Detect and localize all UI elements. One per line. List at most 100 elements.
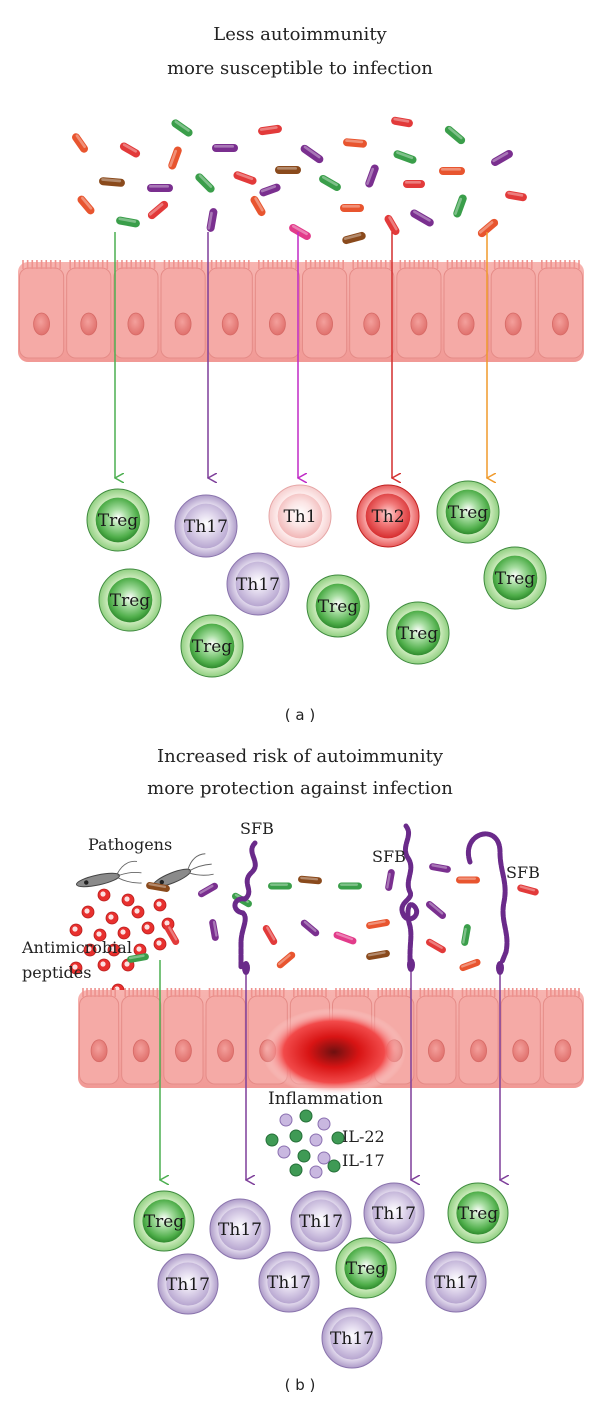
bacterium-icon [459, 958, 481, 972]
commensal-bacteria-group [71, 116, 527, 245]
bacterium-icon [298, 875, 322, 885]
th17-cell: Th17 [258, 1251, 320, 1313]
peptide-dot [93, 928, 107, 942]
th17-cell: Th17 [174, 494, 238, 558]
peptide-dot [121, 893, 135, 907]
bacterium-icon [343, 138, 367, 148]
peptide-dot [97, 958, 111, 972]
cytokine-dot [277, 1145, 291, 1159]
amp-label-line1: Antimicrobial [21, 938, 132, 957]
treg-cell: Treg [306, 574, 370, 638]
peptide-dot [117, 926, 131, 940]
treg-cell: Treg [386, 601, 450, 665]
epithelial-cell [443, 260, 489, 359]
treg-cell: Treg [180, 614, 244, 678]
cytokine-dot [309, 1133, 323, 1147]
th1-cell-label: Th1 [283, 507, 316, 527]
treg-cell: Treg [447, 1182, 509, 1244]
th17-cell-label: Th17 [166, 1275, 210, 1295]
bacterium-icon [147, 200, 169, 220]
peptide-dot [107, 943, 121, 957]
bacterium-icon [276, 951, 296, 969]
bacterium-icon [147, 184, 173, 192]
epithelial-cell [160, 260, 206, 359]
epithelial-cell [490, 260, 536, 359]
treg-cell-label: Treg [98, 511, 139, 531]
epithelial-cell [121, 988, 162, 1085]
bacterium-icon [300, 919, 320, 937]
pathogens-label: Pathogens [88, 835, 172, 854]
treg-cell: Treg [335, 1237, 397, 1299]
sfb-filament-1 [232, 840, 258, 970]
bacterium-icon [171, 119, 193, 137]
bacterium-icon [491, 150, 513, 166]
th17-cell-label: Th17 [267, 1273, 311, 1293]
th17-cell: Th17 [425, 1251, 487, 1313]
cytokine-dot [309, 1165, 323, 1179]
bacterium-icon [262, 925, 278, 945]
bacterium-icon [198, 882, 218, 898]
sfb-filament-3 [465, 831, 510, 965]
cytokine-dot [289, 1129, 303, 1143]
panel-b: Increased risk of autoimmunity more prot… [21, 746, 584, 1394]
panel-a: Less autoimmunity more susceptible to in… [18, 24, 584, 724]
peptide-dot [105, 911, 119, 925]
cytokine-dot [265, 1133, 279, 1147]
bacterium-icon [164, 925, 180, 945]
treg-cell: Treg [86, 488, 150, 552]
pathogen-icon [75, 853, 214, 888]
sfb-label-1: SFB [240, 819, 274, 838]
th17-cell: Th17 [226, 552, 290, 616]
th17-cell-label: Th17 [184, 517, 228, 537]
bacterium-icon [505, 190, 527, 202]
bacterium-icon [385, 869, 395, 891]
peptide-dot [69, 961, 83, 975]
cytokine-dot [327, 1159, 341, 1173]
panel-b-title-line2: more protection against infection [147, 778, 453, 799]
th1-cell: Th1 [268, 484, 332, 548]
bacterium-icon [517, 884, 539, 896]
epithelial-cell [349, 260, 395, 359]
th17-cell: Th17 [321, 1307, 383, 1369]
bacterium-icon [365, 164, 379, 188]
bacterium-icon [146, 882, 170, 892]
epithelial-cell [207, 260, 253, 359]
arrows-b [160, 960, 500, 1180]
th17-cell-label: Th17 [330, 1329, 374, 1349]
cytokine-dot [297, 1149, 311, 1163]
bacterium-icon [384, 214, 400, 236]
commensal-bacteria-group-b [127, 863, 539, 972]
bacterium-icon [127, 953, 149, 963]
cytokine-dot [279, 1113, 293, 1127]
peptide-dot [83, 943, 97, 957]
bacterium-icon [168, 146, 182, 170]
panel-b-title-line1: Increased risk of autoimmunity [157, 746, 444, 767]
bacterium-icon [477, 218, 499, 238]
bacterium-icon [342, 231, 366, 245]
bacterium-icon [275, 166, 301, 174]
bacterium-icon [212, 144, 238, 152]
treg-cell: Treg [98, 568, 162, 632]
sfb-label-3: SFB [506, 863, 540, 882]
bacterium-icon [250, 195, 266, 217]
peptide-dot [81, 905, 95, 919]
bacterium-icon [425, 901, 447, 919]
amp-label-line2: peptides [22, 963, 91, 982]
cytokine-dot [299, 1109, 313, 1123]
panel-a-title-line2: more susceptible to infection [167, 58, 433, 79]
panel-a-title-line1: Less autoimmunity [213, 24, 387, 45]
th17-cell-label: Th17 [372, 1204, 416, 1224]
sfb-filaments [232, 823, 510, 975]
sfb-filament-2 [399, 823, 420, 967]
arrows-a [115, 232, 487, 478]
bacterium-icon [338, 882, 362, 890]
th17-cell: Th17 [363, 1182, 425, 1244]
treg-cell: Treg [483, 546, 547, 610]
inflammation-spot [262, 1008, 406, 1096]
peptide-dot [97, 888, 111, 902]
bacterium-icon [99, 177, 125, 187]
bacterium-icon [300, 144, 324, 164]
treg-cell-label: Treg [192, 637, 233, 657]
